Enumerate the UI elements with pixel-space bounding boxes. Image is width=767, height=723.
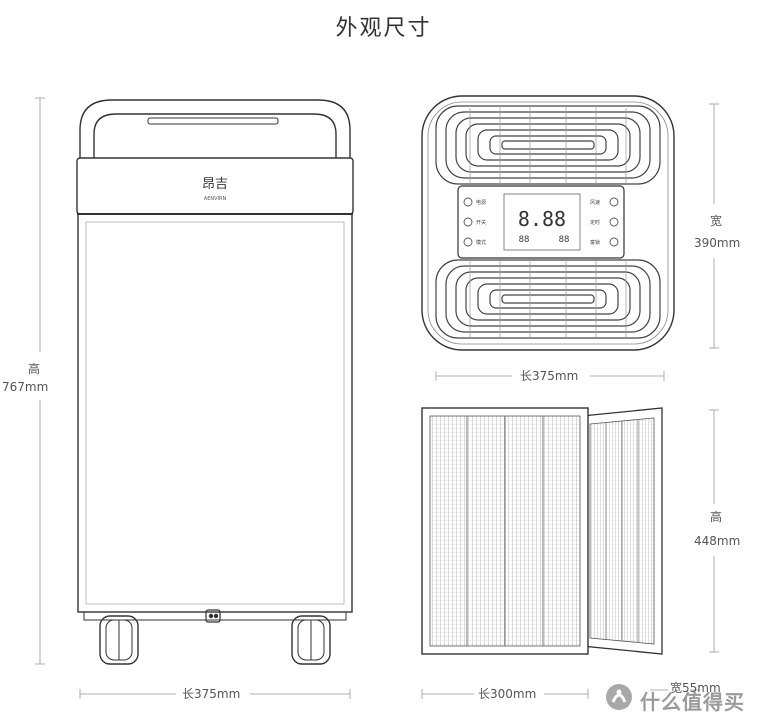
filter-drawing (421, 407, 663, 655)
top-width-dimension (709, 103, 719, 349)
filter-height-label: 高 (710, 510, 723, 524)
filter-length-label: 长300mm (478, 687, 537, 701)
watermark: 什么值得买 (602, 682, 762, 716)
filter-length-dimension (421, 689, 589, 699)
panel-button-label: 风速 (590, 200, 600, 206)
panel-button-label: 定时 (590, 219, 600, 226)
front-unit-drawing (76, 99, 354, 665)
filter-height-value: 448mm (694, 534, 741, 548)
top-width-value: 390mm (694, 236, 741, 250)
top-width-label: 宽 (710, 214, 723, 228)
display-main-digits: 8.88 (518, 207, 566, 231)
brand-logo: 昂吉 (202, 177, 228, 192)
display-right-digits: 88 (559, 235, 570, 245)
front-length-dimension (79, 689, 351, 699)
watermark-text: 什么值得买 (640, 690, 745, 714)
panel-button-label: 开关 (476, 219, 486, 226)
panel-button-label: 童锁 (590, 239, 600, 246)
panel-button-label: 模式 (476, 239, 486, 246)
top-length-label: 长375mm (520, 369, 579, 383)
front-height-value: 767mm (2, 380, 49, 394)
front-height-dimension (35, 97, 45, 665)
top-view-drawing (421, 95, 675, 351)
display-left-digits: 88 (519, 235, 530, 245)
panel-button-label: 电源 (476, 199, 486, 206)
brand-logo-sub: AENVIRN (204, 196, 227, 202)
filter-width-label: 宽55mm (670, 681, 721, 695)
top-panel-buttons: 电源 开关 模式 风速 定时 童锁 (476, 199, 600, 246)
front-height-text: 高 (27, 362, 40, 376)
page-title: 外观尺寸 (335, 16, 432, 41)
top-length-dimension (435, 371, 665, 381)
front-length-label: 长375mm (182, 687, 241, 701)
smzdm-logo-icon (606, 684, 632, 710)
front-height-label: 高 (14, 360, 54, 378)
filter-height-dimension (709, 409, 719, 653)
